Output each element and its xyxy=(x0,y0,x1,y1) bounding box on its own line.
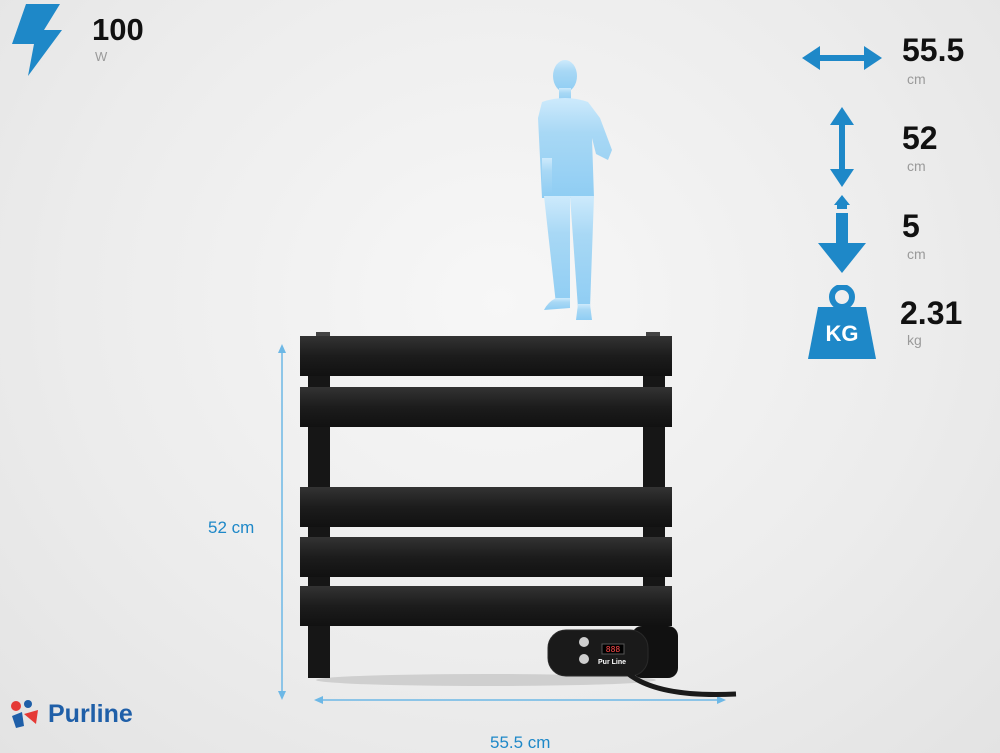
depth-spec: 5 cm xyxy=(800,193,1000,278)
width-spec: 55.5 cm xyxy=(800,30,1000,90)
width-dimension-label: 55.5 cm xyxy=(490,733,551,752)
weight-icon xyxy=(808,285,876,359)
brand-logo-icon xyxy=(11,700,38,728)
power-spec: 100 W xyxy=(0,0,200,80)
height-value: 52 xyxy=(902,120,938,156)
width-value: 55.5 xyxy=(902,32,965,68)
towel-radiator xyxy=(300,332,737,697)
controller-display: 888 xyxy=(605,645,621,654)
brand-logo: Purline xyxy=(8,696,168,732)
weight-unit: kg xyxy=(907,332,922,348)
depth-arrow-icon xyxy=(818,195,866,273)
weight-value: 2.31 xyxy=(900,295,963,331)
horizontal-arrow-icon xyxy=(802,46,882,70)
height-dimension-label: 52 cm xyxy=(208,518,255,537)
height-spec: 52 cm xyxy=(800,105,1000,190)
width-unit: cm xyxy=(907,71,926,87)
height-unit: cm xyxy=(907,158,926,174)
controller-brand: Pur Line xyxy=(598,659,627,666)
brand-name: Purline xyxy=(48,700,133,728)
depth-value: 5 xyxy=(902,208,920,244)
power-value: 100 xyxy=(92,12,144,47)
lightning-icon xyxy=(12,4,62,76)
weight-icon-label: KG xyxy=(825,321,859,346)
weight-spec: KG 2.31 kg xyxy=(800,283,1000,363)
power-unit: W xyxy=(95,49,108,64)
height-dimension-line xyxy=(278,344,286,700)
depth-unit: cm xyxy=(907,246,926,262)
human-silhouette xyxy=(538,60,612,320)
vertical-arrow-icon xyxy=(830,107,854,187)
width-dimension-line xyxy=(314,696,726,704)
